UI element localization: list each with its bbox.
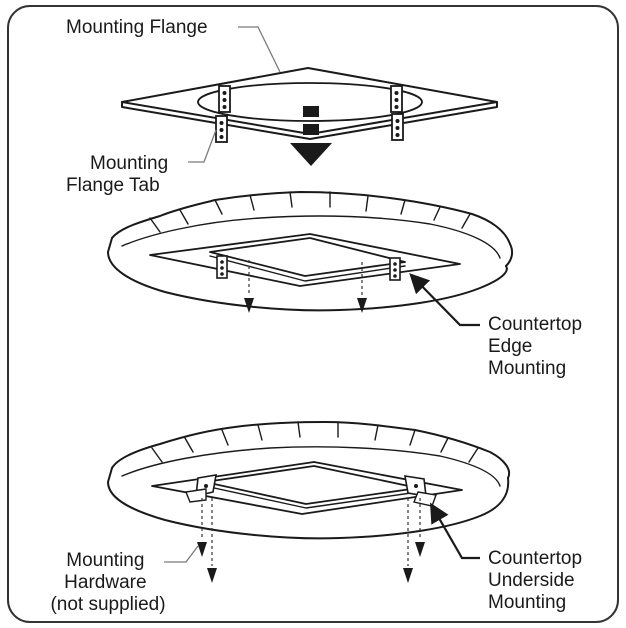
underside-tab-left [185, 474, 217, 503]
label-mounting-flange: Mounting Flange [66, 17, 208, 38]
countertop-edge-slab [107, 191, 514, 313]
arrow-countertop-underside [430, 502, 480, 560]
label-countertop-underside-mounting: Countertop Underside Mounting [488, 548, 587, 613]
insertion-arrow [290, 106, 332, 166]
flange-tab-upper-left [218, 85, 231, 113]
underside-screw-right-1 [403, 568, 413, 583]
flange-tab-lower-right [391, 113, 404, 141]
underside-tab-right [404, 475, 437, 507]
leader-mounting-flange-tab [188, 129, 217, 163]
label-mounting-hardware: Mounting Hardware (not supplied) [50, 550, 165, 615]
mounting-flange [121, 67, 498, 143]
arrow-countertop-edge [409, 273, 480, 327]
edge-screw-left [244, 298, 254, 313]
countertop-underside-slab [107, 421, 510, 583]
label-mounting-flange-tab: Mounting Flange Tab [66, 153, 173, 196]
underside-screw-left-2 [207, 568, 217, 583]
edge-tab-left [216, 255, 228, 279]
underside-screw-right-2 [415, 542, 425, 557]
diagram-frame [7, 5, 619, 623]
underside-screw-left-1 [197, 542, 207, 557]
flange-tab-upper-right [390, 85, 403, 113]
flange-tab-lower-left [215, 115, 228, 143]
leader-mounting-flange [238, 26, 281, 73]
leader-mounting-hardware [164, 545, 199, 563]
edge-tab-right [389, 257, 401, 281]
edge-screw-right [357, 298, 367, 313]
label-countertop-edge-mounting: Countertop Edge Mounting [488, 314, 587, 379]
